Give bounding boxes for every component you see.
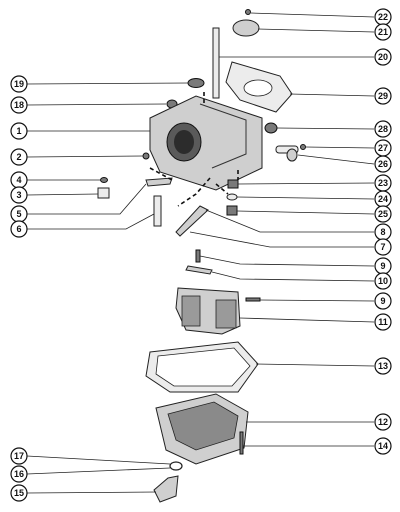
- svg-text:24: 24: [378, 194, 388, 204]
- callouts: 19 18 1 2 4 3 5 6 17 16 15 22 21 20 29 2…: [10, 8, 392, 502]
- svg-text:1: 1: [16, 126, 21, 136]
- svg-text:23: 23: [378, 178, 388, 188]
- svg-text:18: 18: [14, 100, 24, 110]
- fitting-3: [97, 187, 110, 199]
- svg-text:22: 22: [378, 12, 388, 22]
- callout-15: 15: [10, 484, 28, 502]
- callout-13: 13: [374, 357, 392, 375]
- callout-4: 4: [10, 171, 28, 189]
- callout-9-lower: 9: [374, 292, 392, 310]
- svg-text:9: 9: [380, 296, 385, 306]
- callout-11: 11: [374, 313, 392, 331]
- callout-19: 19: [10, 75, 28, 93]
- callout-21: 21: [374, 23, 392, 41]
- svg-text:5: 5: [16, 209, 21, 219]
- svg-text:6: 6: [16, 224, 21, 234]
- callout-22: 22: [374, 8, 392, 26]
- svg-text:4: 4: [16, 175, 21, 185]
- part-23: [227, 179, 239, 189]
- svg-text:21: 21: [378, 27, 388, 37]
- callout-26: 26: [374, 155, 392, 173]
- part-27: [300, 144, 306, 150]
- callout-9-upper: 9: [374, 257, 392, 275]
- o-ring-16: [169, 461, 183, 471]
- callout-24: 24: [374, 190, 392, 208]
- needle-8: [175, 205, 209, 237]
- svg-text:16: 16: [14, 469, 24, 479]
- svg-text:11: 11: [378, 317, 388, 327]
- svg-text:20: 20: [378, 52, 388, 62]
- lever-10: [185, 265, 213, 275]
- screw-14: [239, 431, 244, 455]
- callout-14: 14: [374, 437, 392, 455]
- callout-7: 7: [374, 238, 392, 256]
- svg-text:15: 15: [14, 488, 24, 498]
- svg-text:17: 17: [14, 451, 24, 461]
- jet-6: [153, 195, 162, 227]
- svg-text:2: 2: [16, 152, 21, 162]
- part-25: [226, 205, 238, 216]
- pin-9-upper: [195, 249, 201, 263]
- svg-text:7: 7: [380, 242, 385, 252]
- svg-text:29: 29: [378, 91, 388, 101]
- screw-22: [245, 9, 251, 15]
- svg-text:9: 9: [380, 261, 385, 271]
- callout-16: 16: [10, 465, 28, 483]
- callout-29: 29: [374, 87, 392, 105]
- cap-4: [100, 177, 108, 183]
- callout-8: 8: [374, 223, 392, 241]
- callout-2: 2: [10, 148, 28, 166]
- callout-20: 20: [374, 48, 392, 66]
- callout-5: 5: [10, 205, 28, 223]
- callout-27: 27: [374, 139, 392, 157]
- svg-text:19: 19: [14, 79, 24, 89]
- callout-28: 28: [374, 120, 392, 138]
- svg-text:8: 8: [380, 227, 385, 237]
- svg-text:13: 13: [378, 361, 388, 371]
- svg-text:10: 10: [378, 276, 388, 286]
- callout-23: 23: [374, 174, 392, 192]
- svg-text:14: 14: [378, 441, 388, 451]
- needle-5: [145, 177, 173, 187]
- svg-text:26: 26: [378, 159, 388, 169]
- screw-2: [142, 152, 150, 160]
- drain-plug: [153, 475, 179, 503]
- washer-24: [226, 193, 238, 201]
- parts-illustration: [97, 9, 306, 503]
- throttle-shaft: [212, 27, 220, 99]
- svg-text:28: 28: [378, 124, 388, 134]
- callout-6: 6: [10, 220, 28, 238]
- svg-text:3: 3: [16, 190, 21, 200]
- svg-text:12: 12: [378, 417, 388, 427]
- callout-12: 12: [374, 413, 392, 431]
- throttle-plate: [232, 19, 260, 37]
- callout-25: 25: [374, 205, 392, 223]
- callout-1: 1: [10, 122, 28, 140]
- callout-17: 17: [10, 447, 28, 465]
- callout-18: 18: [10, 96, 28, 114]
- svg-text:27: 27: [378, 143, 388, 153]
- pin-9-lower: [245, 297, 261, 302]
- callout-3: 3: [10, 186, 28, 204]
- plug-28: [264, 122, 278, 134]
- carburetor-body: [149, 95, 263, 191]
- leader-lines: [26, 12, 375, 494]
- callout-10: 10: [374, 272, 392, 290]
- svg-text:25: 25: [378, 209, 388, 219]
- welch-plug: [187, 78, 205, 88]
